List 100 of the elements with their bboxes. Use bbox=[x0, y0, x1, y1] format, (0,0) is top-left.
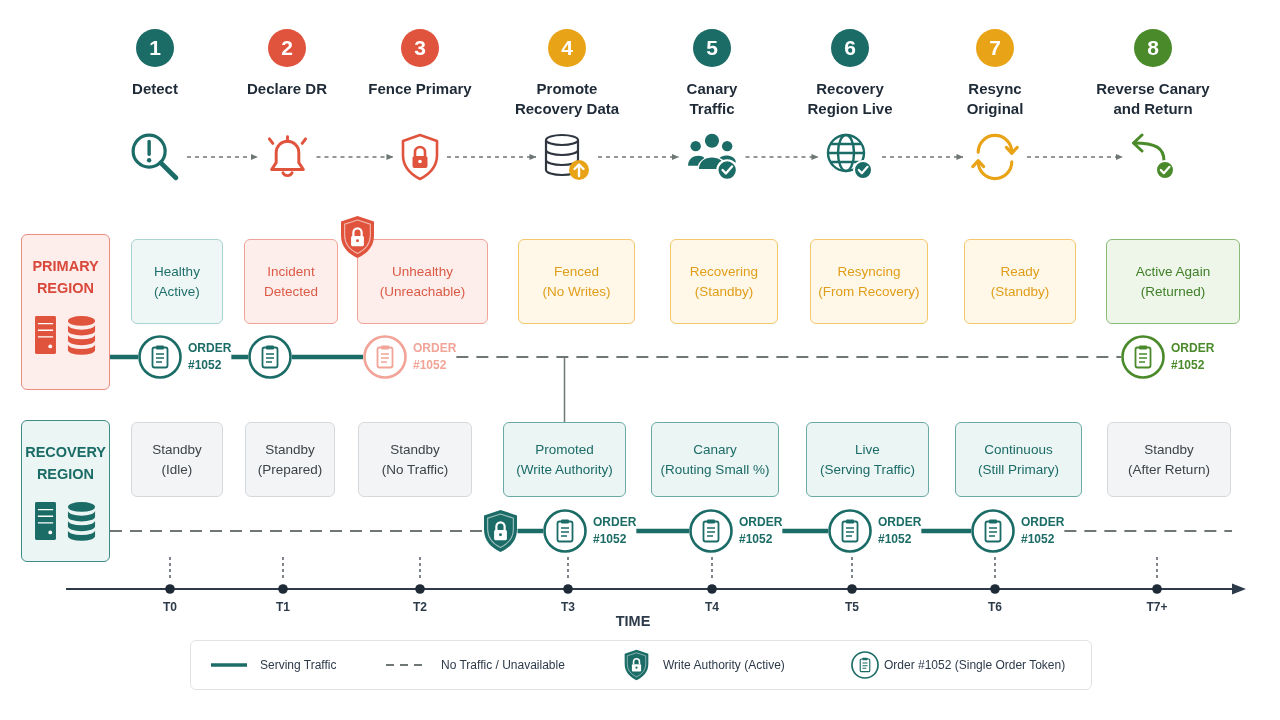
tick-label: T4 bbox=[705, 600, 719, 614]
token-label: ORDER #1052 bbox=[878, 514, 922, 548]
state-name: Promoted bbox=[535, 440, 594, 459]
state-detail: (From Recovery) bbox=[818, 282, 920, 301]
region-title: PRIMARY REGION bbox=[32, 257, 99, 298]
tick-label: T2 bbox=[413, 600, 427, 614]
step-number: 5 bbox=[693, 29, 731, 67]
state-name: Unhealthy bbox=[392, 262, 453, 281]
traffic-line bbox=[636, 528, 689, 534]
state-detail: (Returned) bbox=[1140, 282, 1206, 301]
state-box bbox=[131, 422, 223, 497]
state-box bbox=[503, 422, 626, 497]
state-box bbox=[1107, 422, 1231, 497]
sync-arrows-icon bbox=[971, 133, 1019, 181]
region-box bbox=[21, 234, 110, 390]
state-box bbox=[518, 239, 635, 324]
tick-label: T0 bbox=[163, 600, 177, 614]
dashed-arrow bbox=[315, 153, 394, 161]
region-title: RECOVERY REGION bbox=[25, 443, 106, 484]
state-detail: (Write Authority) bbox=[516, 460, 613, 479]
state-box bbox=[810, 239, 928, 324]
state-detail: (Prepared) bbox=[257, 460, 323, 479]
state-box bbox=[131, 239, 223, 324]
state-detail: (Unreachable) bbox=[379, 282, 466, 301]
step-number: 4 bbox=[548, 29, 586, 67]
state-name: Incident Detected bbox=[262, 262, 319, 301]
dashed-line bbox=[109, 530, 484, 532]
token-label: ORDER #1052 bbox=[413, 340, 457, 374]
step-title: Reverse Canary and Return bbox=[1095, 79, 1211, 119]
token-label: ORDER #1052 bbox=[188, 340, 232, 374]
legend-label: Write Authority (Active) bbox=[663, 657, 785, 673]
step-title: Fence Primary bbox=[368, 79, 472, 99]
dashed-line bbox=[1063, 530, 1233, 532]
state-name: Healthy bbox=[154, 262, 200, 281]
traffic-line bbox=[517, 528, 543, 534]
dashed-arrow bbox=[1026, 153, 1124, 161]
step-number: 7 bbox=[976, 29, 1014, 67]
state-name: Resyncing bbox=[837, 262, 901, 281]
state-name: Recovering bbox=[689, 262, 759, 281]
state-name: Standby bbox=[390, 440, 440, 459]
database-upload-icon bbox=[544, 133, 590, 181]
dashed-line bbox=[455, 356, 1122, 358]
state-name: Standby bbox=[265, 440, 315, 459]
tick-label: T6 bbox=[988, 600, 1002, 614]
step-title: Detect bbox=[132, 79, 178, 99]
dashed-arrow bbox=[186, 153, 259, 161]
legend-label: Order #1052 (Single Order Token) bbox=[884, 657, 1066, 673]
step-title: Promote Recovery Data bbox=[513, 79, 621, 119]
connector-line bbox=[563, 356, 566, 423]
dashed-arrow bbox=[881, 153, 964, 161]
state-name: Ready bbox=[1000, 262, 1040, 281]
return-arrow-icon bbox=[1130, 133, 1176, 181]
magnifier-icon bbox=[131, 133, 179, 181]
traffic-line bbox=[292, 354, 363, 360]
state-name: Fenced bbox=[554, 262, 599, 281]
step-title: Recovery Region Live bbox=[806, 79, 894, 119]
state-detail: (No Traffic) bbox=[381, 460, 449, 479]
state-name: Standby bbox=[152, 440, 202, 459]
shield-lock-icon bbox=[482, 509, 518, 553]
state-name: Canary bbox=[693, 440, 737, 459]
state-name: Standby bbox=[1144, 440, 1194, 459]
legend-label: No Traffic / Unavailable bbox=[441, 657, 565, 673]
state-detail: (Still Primary) bbox=[978, 460, 1059, 479]
state-detail: (Serving Traffic) bbox=[820, 460, 915, 479]
token-label: ORDER #1052 bbox=[1021, 514, 1065, 548]
token-label: ORDER #1052 bbox=[739, 514, 783, 548]
globe-check-icon bbox=[826, 133, 874, 181]
state-detail: (Standby) bbox=[990, 282, 1050, 301]
dashed-arrow bbox=[446, 153, 537, 161]
step-number: 3 bbox=[401, 29, 439, 67]
traffic-line bbox=[921, 528, 971, 534]
traffic-line bbox=[231, 354, 248, 360]
state-detail: (Active) bbox=[154, 282, 200, 301]
state-box bbox=[358, 422, 472, 497]
state-box bbox=[806, 422, 929, 497]
legend-label: Serving Traffic bbox=[260, 657, 337, 673]
state-box bbox=[244, 239, 338, 324]
state-detail: (Idle) bbox=[161, 460, 193, 479]
step-title: Resync Original bbox=[965, 79, 1025, 119]
state-box bbox=[964, 239, 1076, 324]
state-box bbox=[357, 239, 488, 324]
state-box bbox=[1106, 239, 1240, 324]
dashed-arrow bbox=[597, 153, 680, 161]
region-box bbox=[21, 420, 110, 562]
state-name: Active Again bbox=[1135, 262, 1211, 281]
step-number: 8 bbox=[1134, 29, 1172, 67]
state-detail: (Routing Small %) bbox=[660, 460, 770, 479]
token-label: ORDER #1052 bbox=[1171, 340, 1215, 374]
state-name: Live bbox=[855, 440, 880, 459]
step-number: 1 bbox=[136, 29, 174, 67]
step-title: Canary Traffic bbox=[685, 79, 739, 119]
token-label: ORDER #1052 bbox=[593, 514, 637, 548]
dashed-arrow bbox=[744, 153, 819, 161]
state-detail: (Standby) bbox=[694, 282, 754, 301]
state-name: Continuous bbox=[984, 440, 1053, 459]
shield-lock-icon bbox=[401, 133, 439, 181]
tick-label: T1 bbox=[276, 600, 290, 614]
state-detail: (No Writes) bbox=[542, 282, 611, 301]
state-box bbox=[651, 422, 779, 497]
step-title: Declare DR bbox=[246, 79, 327, 99]
